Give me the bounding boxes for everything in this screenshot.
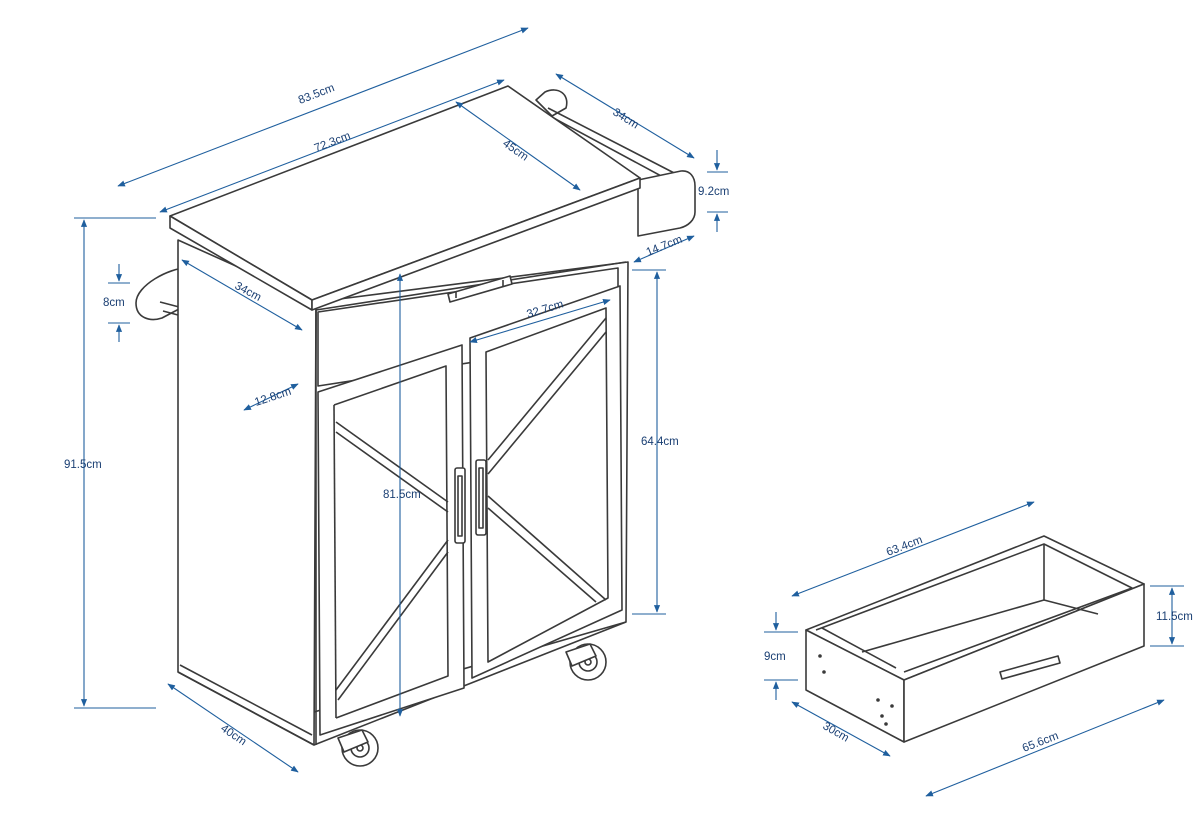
dim-inner-height: 81.5cm <box>383 489 421 501</box>
dim-drawer-depth: 30cm <box>821 720 851 744</box>
dim-total-height: 91.5cm <box>64 459 102 471</box>
dim-door-height: 64.4cm <box>641 436 679 448</box>
dim-base-depth: 40cm <box>218 723 248 749</box>
caster-front-right <box>565 643 607 681</box>
caster-front-left <box>337 729 379 767</box>
cabinet-drawing <box>135 85 696 767</box>
drawer-drawing <box>805 535 1145 743</box>
cabinet-dimensions: 83.5cm 72.3cm 45cm 34cm 9.2cm 14.7cm 34c… <box>64 27 729 773</box>
dim-drawer-outer-length: 65.6cm <box>1021 730 1061 755</box>
dim-drawer-height: 11.5cm <box>1156 611 1193 623</box>
dim-drawer-length: 63.4cm <box>885 534 925 559</box>
dim-side-depth: 34cm <box>610 106 640 131</box>
drawer-handle <box>999 655 1061 680</box>
dim-towel-bar-height: 9.2cm <box>698 186 729 198</box>
cabinet-left-door <box>317 344 466 736</box>
dim-left-bar-height: 8cm <box>103 297 125 309</box>
dim-towel-bar-offset: 14.7cm <box>645 234 684 259</box>
cabinet-left-side <box>177 239 317 746</box>
cabinet-right-door <box>469 285 623 679</box>
dim-overall-width: 83.5cm <box>297 82 337 107</box>
dim-drawer-inner-height: 9cm <box>764 651 786 663</box>
